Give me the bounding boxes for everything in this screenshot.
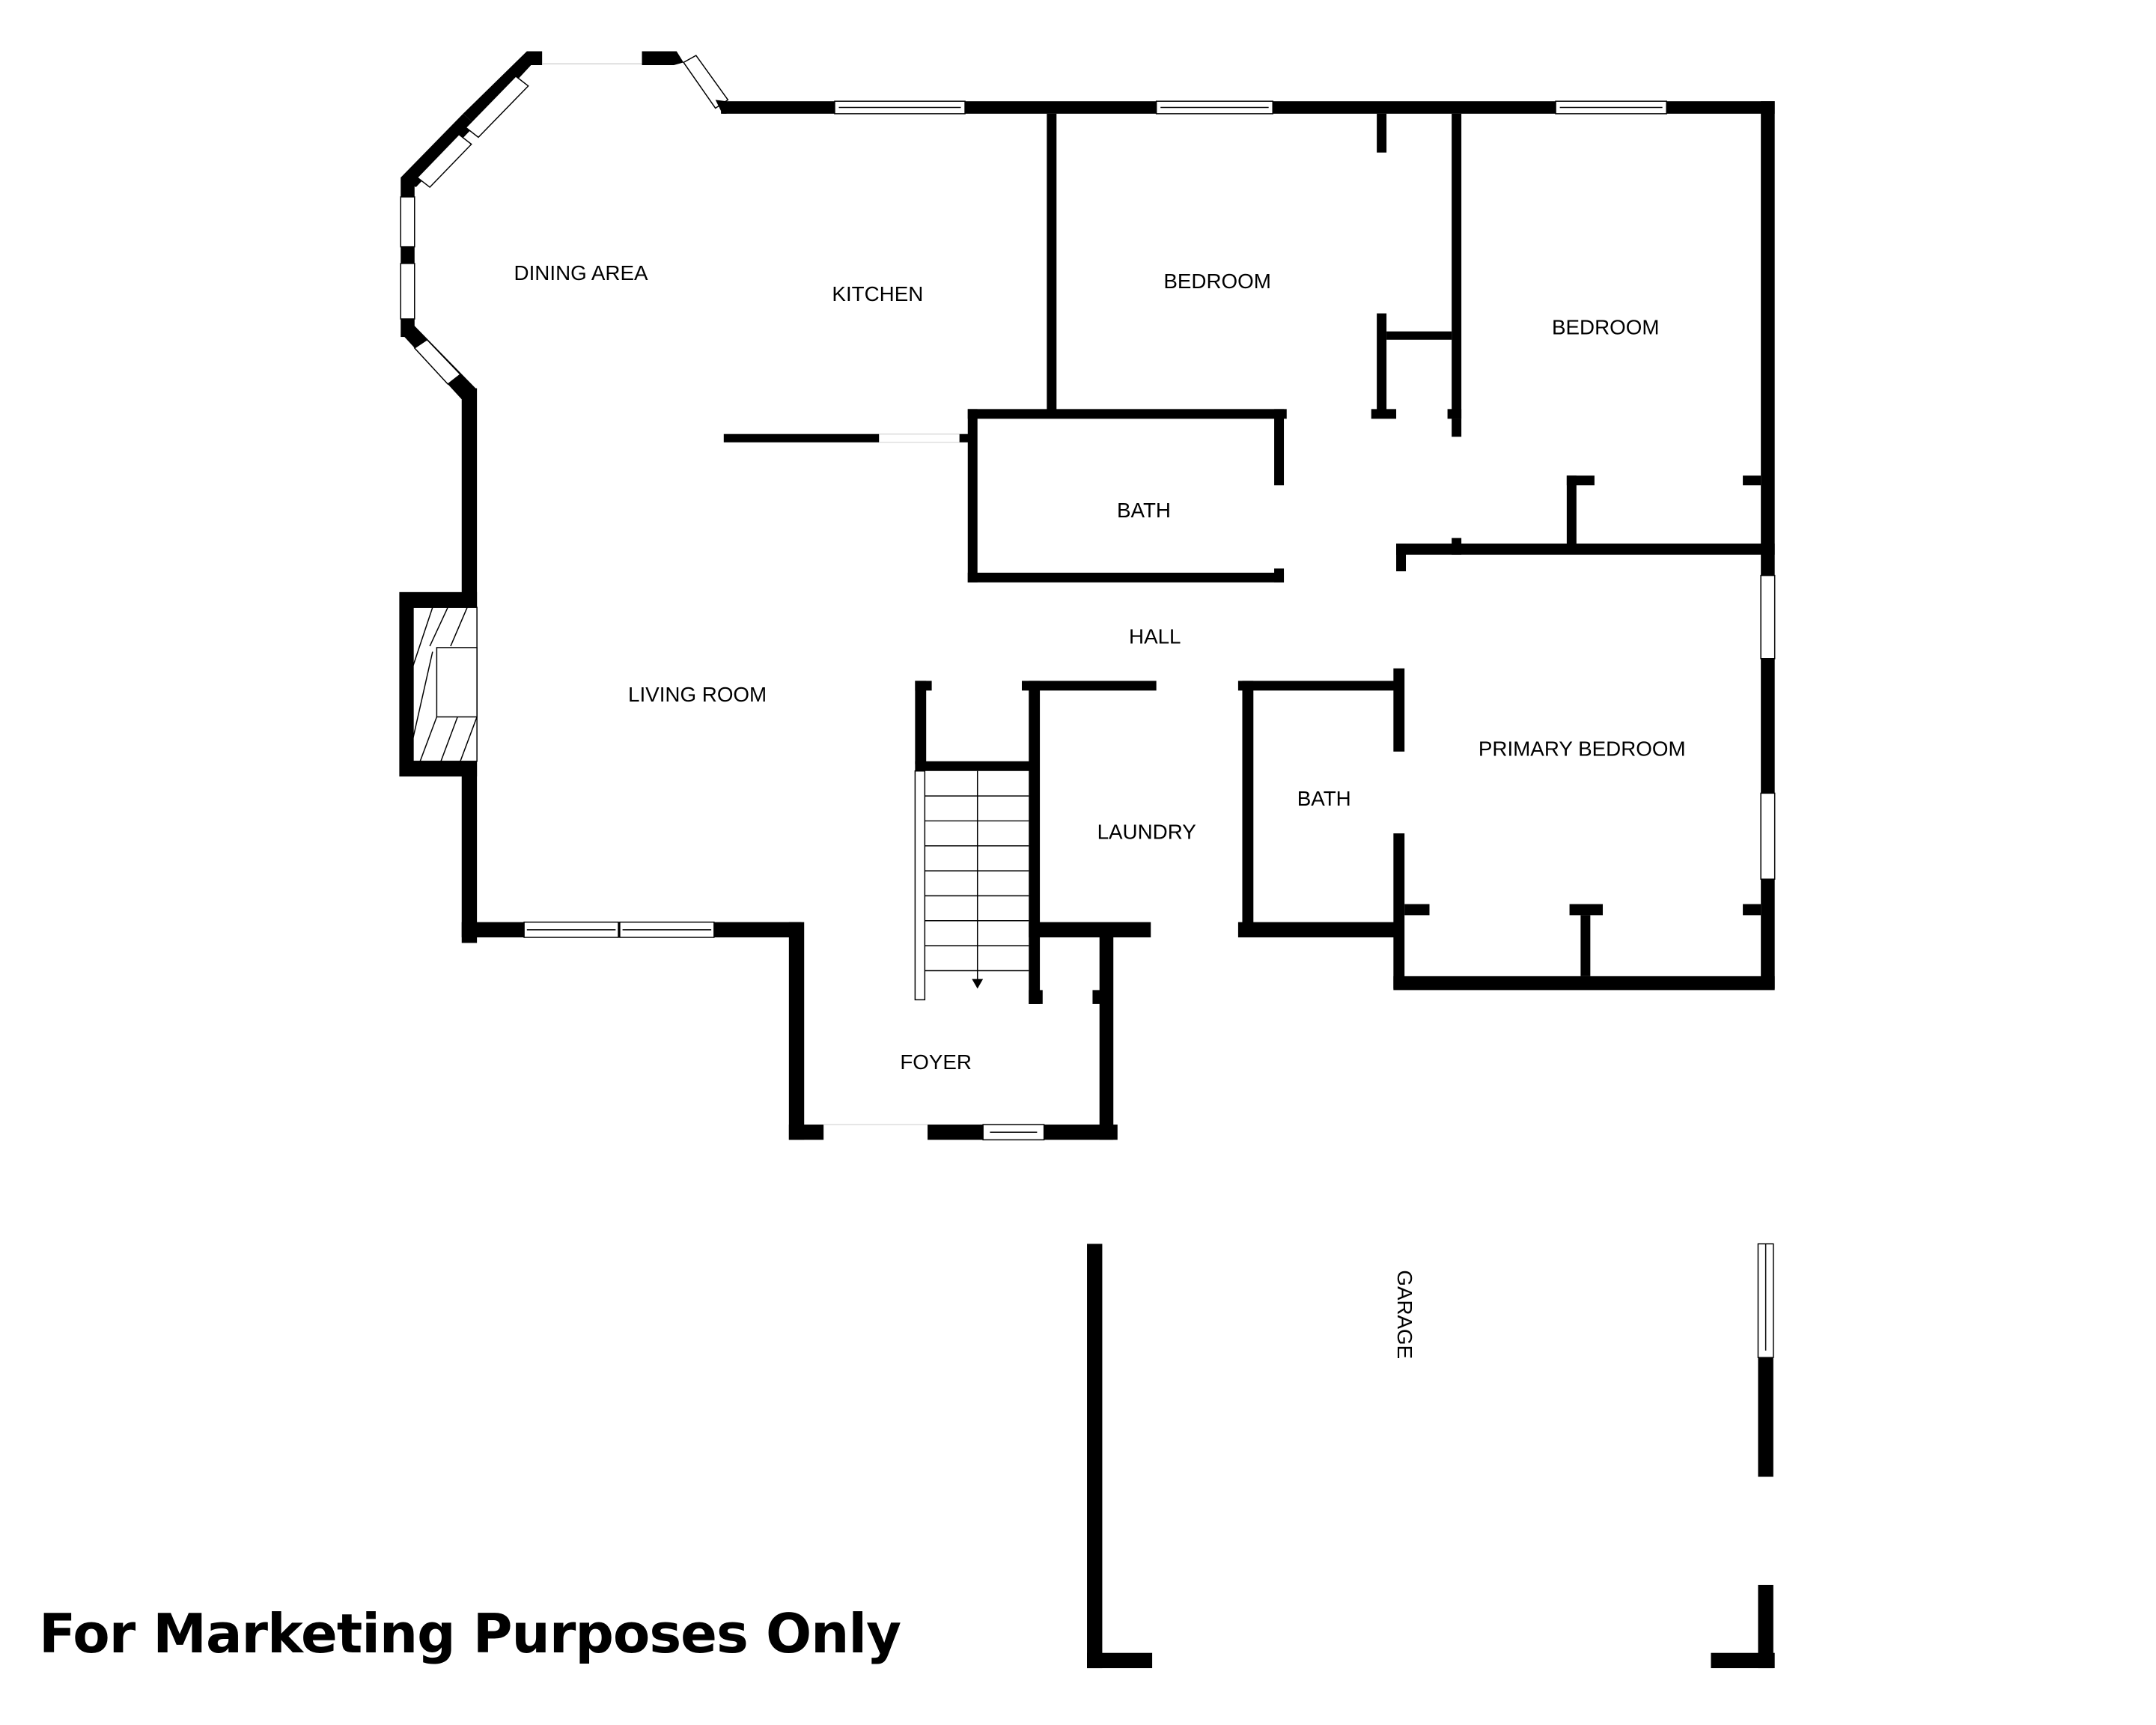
room-label-dining-area: DINING AREA <box>514 261 648 285</box>
staircase <box>914 770 1029 1001</box>
foyer-walls <box>788 1124 1118 1141</box>
room-label-laundry: LAUNDRY <box>1097 821 1196 844</box>
room-labels: DINING AREA KITCHEN BEDROOM BEDROOM BATH… <box>514 261 1686 1359</box>
room-label-bedroom-1: BEDROOM <box>1163 270 1270 293</box>
fireplace-hatch-icon <box>412 606 478 762</box>
room-label-bedroom-2: BEDROOM <box>1552 315 1659 338</box>
room-label-foyer: FOYER <box>900 1050 972 1074</box>
room-label-garage: GARAGE <box>1393 1270 1416 1359</box>
kitchen-partition <box>723 113 1057 443</box>
top-exterior-wall <box>721 100 1775 115</box>
fireplace-firebox <box>436 647 478 718</box>
room-label-living-room: LIVING ROOM <box>628 683 767 706</box>
room-label-bath-2: BATH <box>1297 787 1351 810</box>
bath1-walls <box>967 409 1287 582</box>
room-label-primary-bedroom: PRIMARY BEDROOM <box>1479 737 1686 760</box>
room-label-bath-1: BATH <box>1117 499 1171 522</box>
hall-south-walls <box>915 681 1398 1140</box>
living-left-wall <box>399 388 805 1140</box>
primary-bedroom-walls <box>1393 668 1775 991</box>
dining-bay-walls <box>400 51 729 400</box>
garage-walls <box>1087 1243 1775 1669</box>
bedroom2-closet <box>1396 475 1775 572</box>
stair-direction-arrow-icon <box>972 979 984 989</box>
room-label-hall: HALL <box>1129 624 1181 648</box>
bedroom1-closet <box>1371 113 1462 555</box>
room-label-kitchen: KITCHEN <box>832 282 923 305</box>
marketing-disclaimer: For Marketing Purposes Only <box>39 1602 901 1665</box>
